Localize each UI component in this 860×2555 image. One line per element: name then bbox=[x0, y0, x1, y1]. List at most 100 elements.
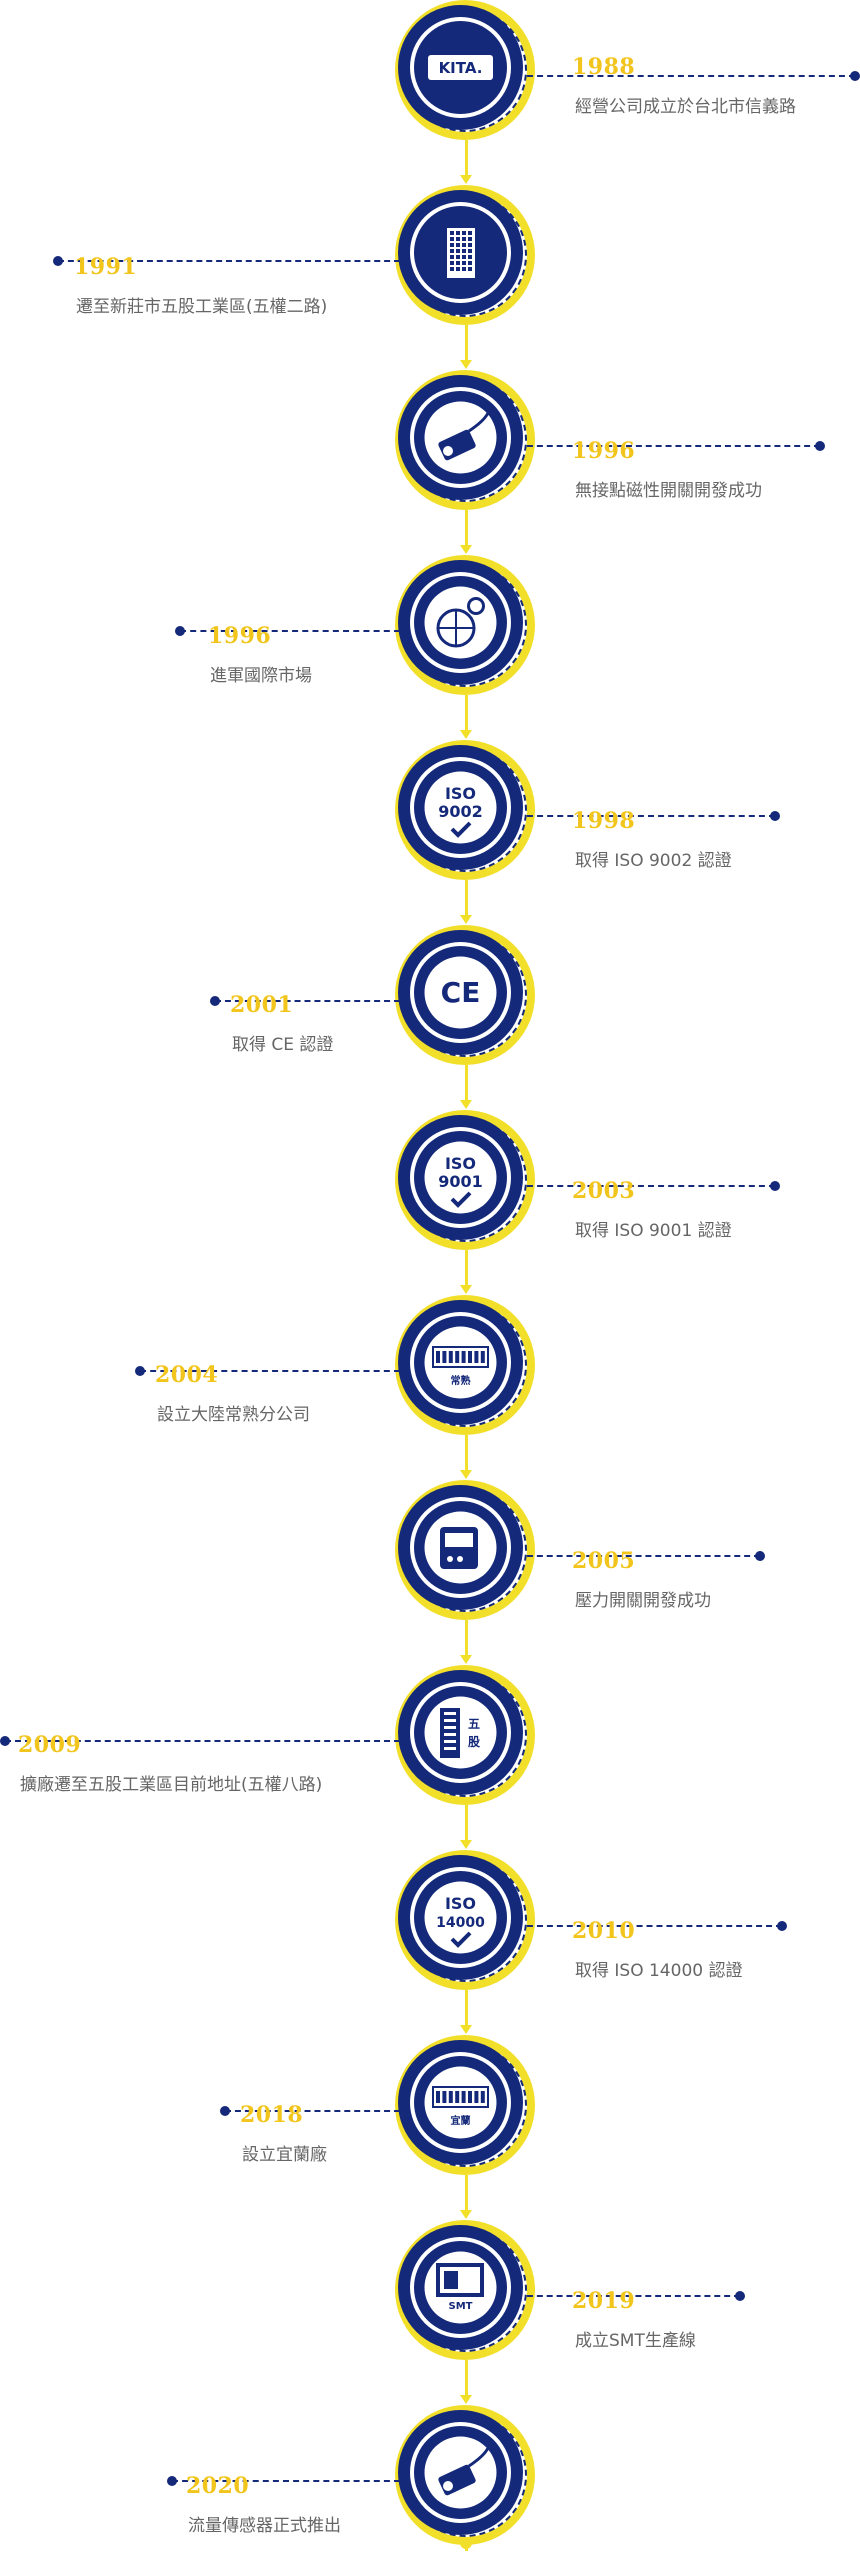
milestone-year: 2020 bbox=[186, 2473, 250, 2499]
timeline-connector bbox=[465, 325, 468, 362]
milestone-leader-line bbox=[225, 2110, 400, 2112]
timeline-item: 五股 bbox=[0, 1665, 860, 1815]
milestone-year: 2019 bbox=[572, 2288, 636, 2314]
milestone-year: 1996 bbox=[572, 438, 636, 464]
icon-label: 常熟 bbox=[451, 1374, 471, 1387]
kita-logo-icon-graphic: KITA. bbox=[428, 55, 493, 80]
connector-arrow-icon bbox=[460, 1655, 472, 1664]
milestone-endpoint-dot bbox=[175, 626, 185, 636]
milestone-leader-line bbox=[527, 1925, 782, 1927]
timeline-connector bbox=[465, 1435, 468, 1472]
milestone-endpoint-dot bbox=[815, 441, 825, 451]
milestone-description: 流量傳感器正式推出 bbox=[188, 2516, 341, 2536]
timeline-item: CE bbox=[0, 925, 860, 1075]
milestone-endpoint-dot bbox=[777, 1921, 787, 1931]
timeline-connector bbox=[465, 2175, 468, 2212]
timeline-connector bbox=[465, 1805, 468, 1842]
milestone-description: 擴廠遷至五股工業區目前地址(五權八路) bbox=[20, 1775, 323, 1795]
proximity-sensor-icon bbox=[414, 391, 507, 484]
milestone-year: 2001 bbox=[230, 992, 294, 1018]
timeline-connector bbox=[465, 510, 468, 547]
timeline-item: 宜蘭 bbox=[0, 2035, 860, 2185]
milestone-description: 取得 ISO 14000 認證 bbox=[575, 1961, 743, 1981]
milestone-description: 設立大陸常熟分公司 bbox=[157, 1405, 310, 1425]
icon-label: 9002 bbox=[438, 802, 483, 821]
milestone-leader-line bbox=[527, 815, 775, 817]
connector-arrow-icon bbox=[460, 1840, 472, 1849]
timeline-connector bbox=[465, 1250, 468, 1287]
milestone-description: 無接點磁性開關開發成功 bbox=[575, 481, 762, 501]
icon-label: ISO bbox=[445, 1894, 476, 1913]
wugu-building-icon: 五股 bbox=[414, 1686, 507, 1779]
milestone-year: 1988 bbox=[572, 54, 636, 80]
kita-logo-icon: KITA. bbox=[414, 21, 507, 114]
milestone-description: 壓力開關開發成功 bbox=[575, 1591, 711, 1611]
connector-arrow-icon bbox=[460, 1285, 472, 1294]
icon-label: CE bbox=[441, 976, 481, 1009]
connector-arrow-icon bbox=[460, 2210, 472, 2219]
milestone-endpoint-dot bbox=[0, 1736, 10, 1746]
timeline-connector bbox=[465, 1065, 468, 1102]
office-building-icon bbox=[414, 206, 507, 299]
milestone-endpoint-dot bbox=[210, 996, 220, 1006]
smt-machine-icon-graphic: SMT bbox=[424, 2251, 497, 2324]
milestone-endpoint-dot bbox=[220, 2106, 230, 2116]
milestone-leader-line bbox=[527, 1185, 775, 1187]
icon-label: 9001 bbox=[438, 1172, 483, 1191]
proximity-sensor-icon-graphic bbox=[424, 401, 497, 474]
icon-label: 五 bbox=[468, 1717, 480, 1731]
milestone-year: 1991 bbox=[74, 254, 138, 280]
timeline-connector bbox=[465, 880, 468, 917]
milestone-description: 進軍國際市場 bbox=[210, 666, 312, 686]
milestone-year: 2004 bbox=[155, 1362, 219, 1388]
icon-label: 宜蘭 bbox=[451, 2114, 471, 2127]
timeline-item bbox=[0, 370, 860, 520]
milestone-description: 取得 ISO 9002 認證 bbox=[575, 851, 732, 871]
wugu-building-icon-graphic: 五股 bbox=[424, 1696, 497, 1769]
pressure-switch-icon bbox=[414, 1501, 507, 1594]
timeline-connector bbox=[465, 1620, 468, 1657]
ce-mark-icon-graphic: CE bbox=[424, 956, 497, 1029]
yilan-factory-icon: 宜蘭 bbox=[414, 2056, 507, 2149]
timeline-item: SMT bbox=[0, 2220, 860, 2370]
milestone-leader-line bbox=[527, 445, 820, 447]
milestone-endpoint-dot bbox=[135, 1366, 145, 1376]
global-trade-icon bbox=[414, 576, 507, 669]
iso-14000-icon-graphic: ISO 14000 bbox=[424, 1881, 497, 1954]
milestone-description: 取得 ISO 9001 認證 bbox=[575, 1221, 732, 1241]
icon-label: SMT bbox=[449, 2301, 473, 2312]
milestone-year: 1996 bbox=[208, 623, 272, 649]
milestone-endpoint-dot bbox=[735, 2291, 745, 2301]
icon-label: 14000 bbox=[436, 1915, 485, 1931]
icon-label: 股 bbox=[468, 1734, 481, 1749]
milestone-description: 遷至新莊市五股工業區(五權二路) bbox=[76, 297, 328, 317]
timeline-connector bbox=[465, 2360, 468, 2397]
milestone-description: 取得 CE 認證 bbox=[232, 1035, 334, 1055]
connector-arrow-icon bbox=[460, 175, 472, 184]
milestone-description: 設立宜蘭廠 bbox=[242, 2145, 327, 2165]
milestone-year: 2010 bbox=[572, 1918, 636, 1944]
timeline-connector bbox=[465, 140, 468, 177]
milestone-leader-line bbox=[140, 1370, 400, 1372]
connector-arrow-icon bbox=[460, 545, 472, 554]
pressure-switch-icon-graphic bbox=[424, 1511, 497, 1584]
timeline-connector bbox=[465, 1990, 468, 2027]
icon-label: ISO bbox=[445, 784, 476, 803]
ce-mark-icon: CE bbox=[414, 946, 507, 1039]
milestone-endpoint-dot bbox=[770, 811, 780, 821]
timeline-connector bbox=[465, 695, 468, 732]
milestone-description: 成立SMT生產線 bbox=[575, 2331, 696, 2351]
timeline-item: ISO 14000 bbox=[0, 1850, 860, 2000]
milestone-endpoint-dot bbox=[770, 1181, 780, 1191]
timeline-item bbox=[0, 2405, 860, 2555]
changshu-factory-icon-graphic: 常熟 bbox=[424, 1326, 497, 1399]
timeline-item bbox=[0, 185, 860, 335]
connector-arrow-icon bbox=[460, 360, 472, 369]
milestone-leader-line bbox=[172, 2480, 400, 2482]
milestone-leader-line bbox=[527, 1555, 760, 1557]
